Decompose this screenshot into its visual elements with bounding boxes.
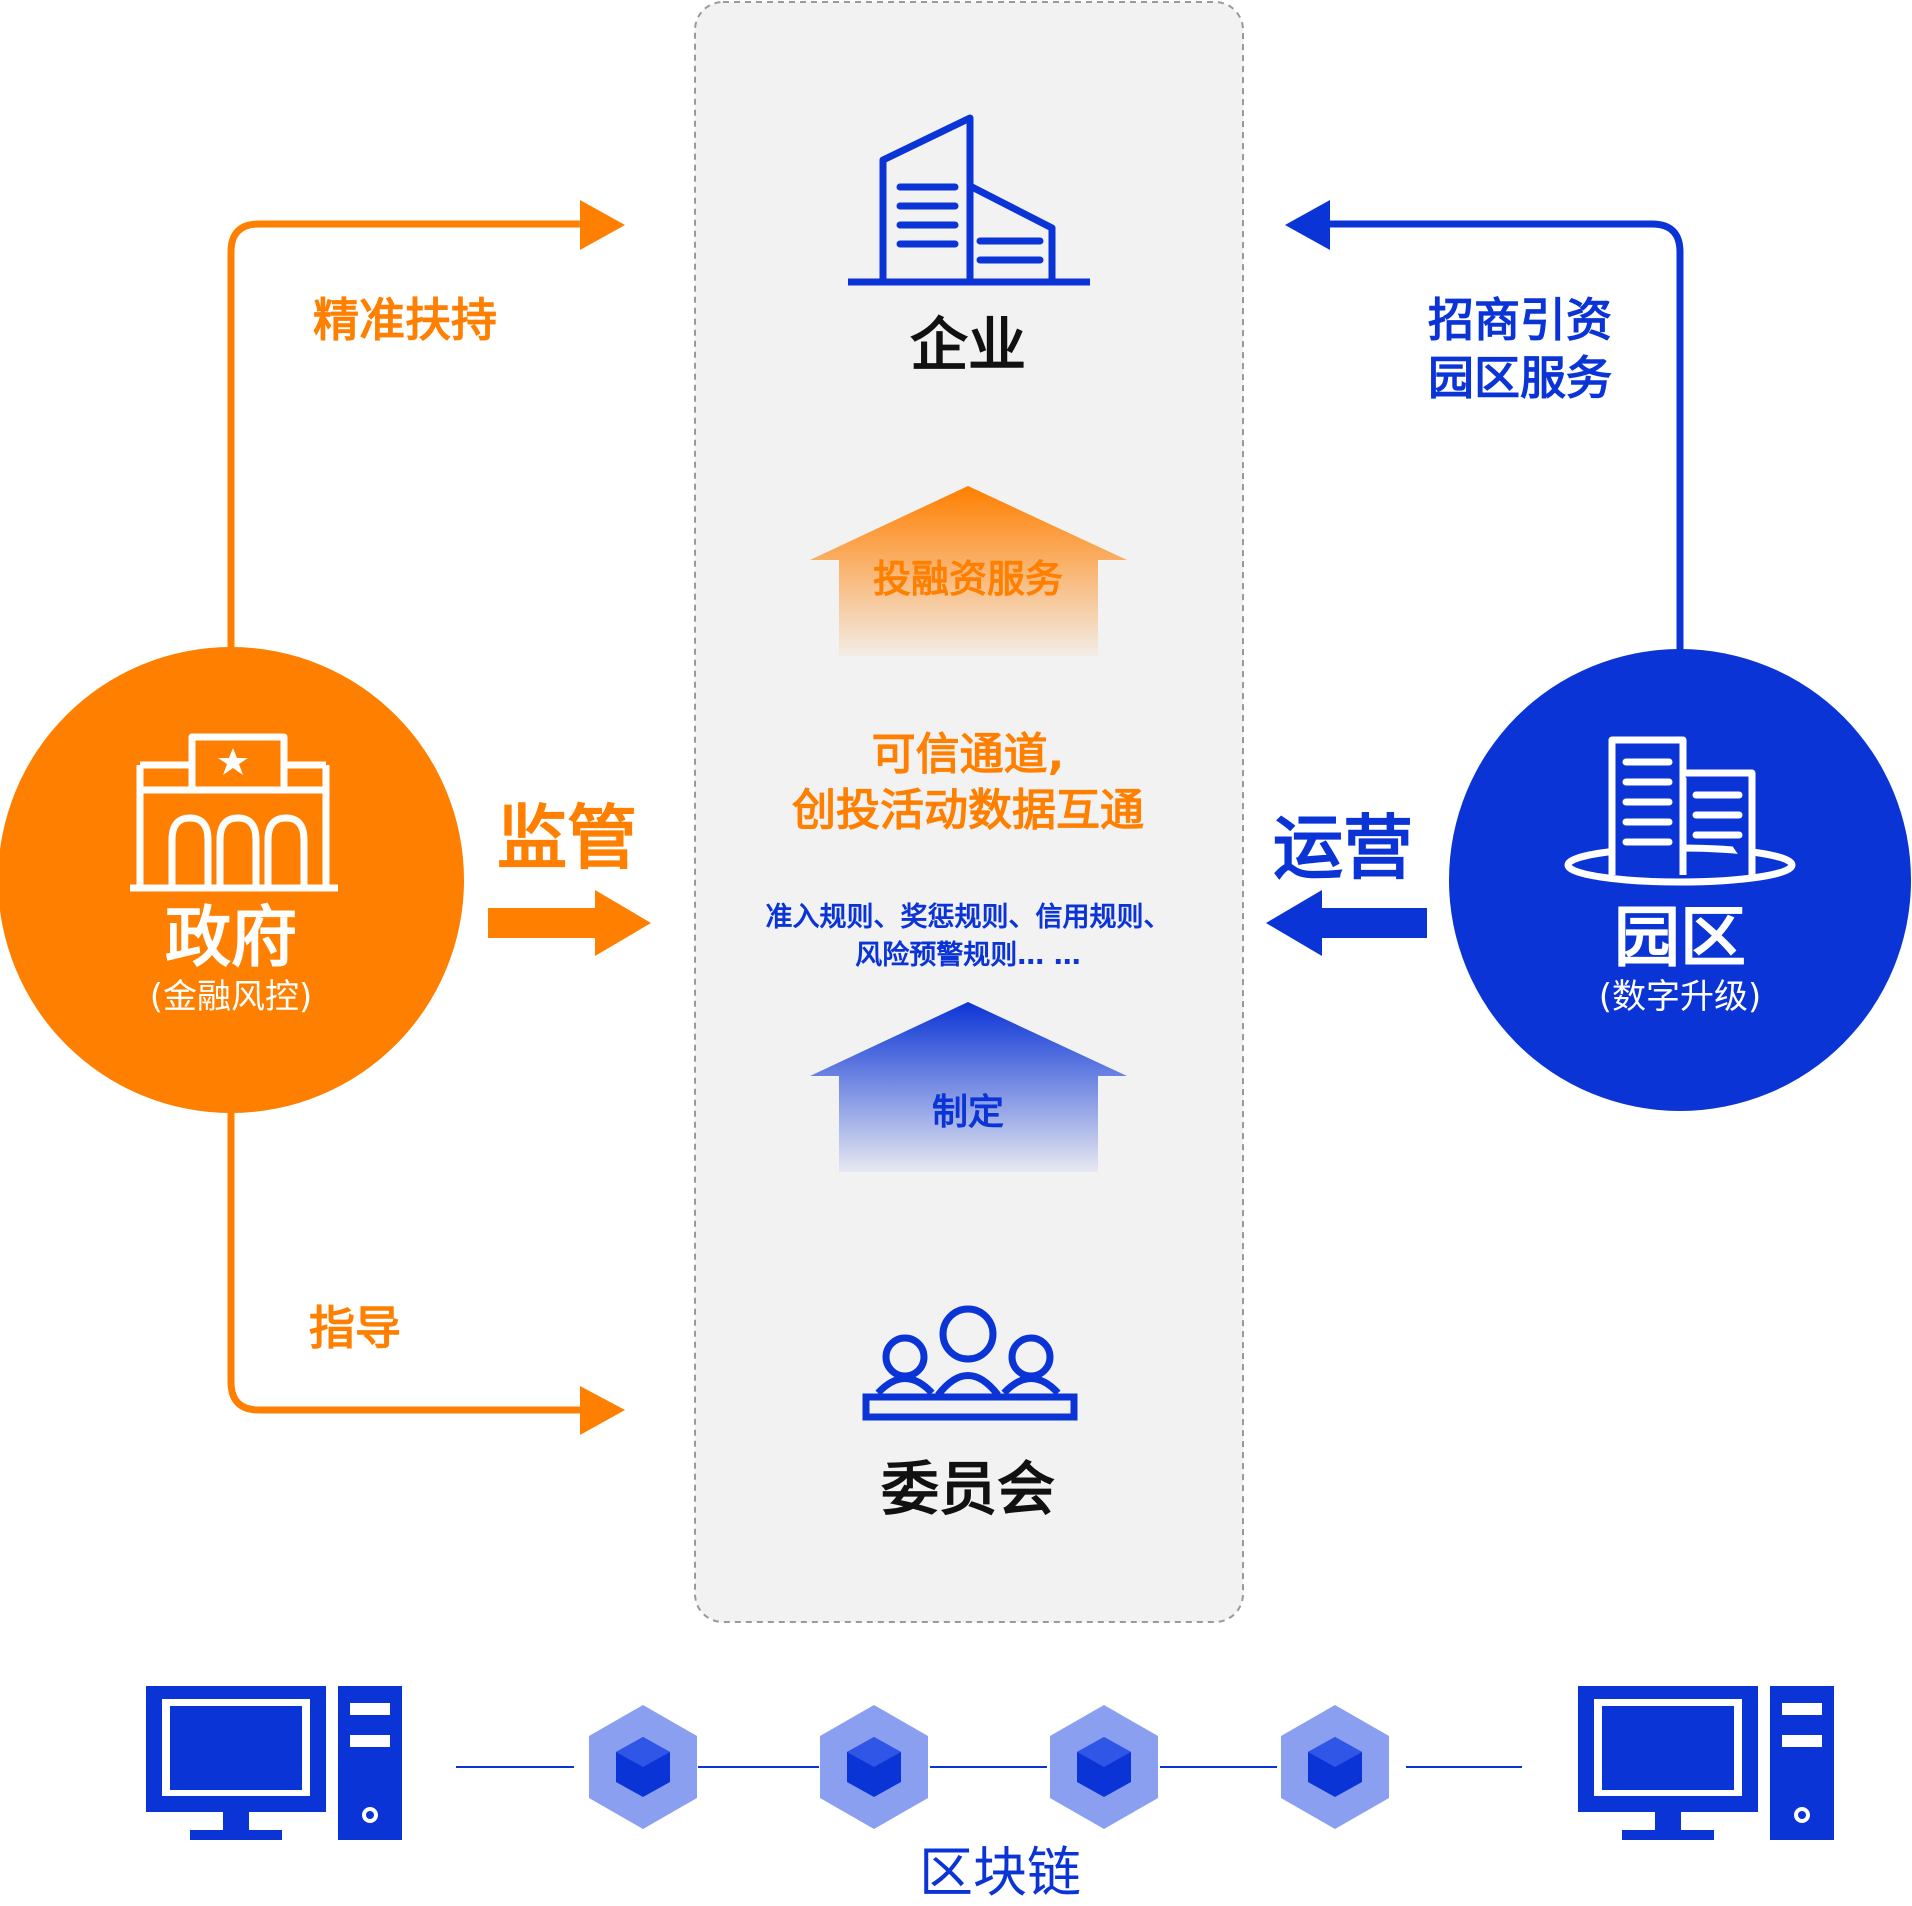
people-group-icon xyxy=(862,1305,1078,1421)
government-node xyxy=(0,647,464,1113)
block-node-icon xyxy=(820,1705,928,1829)
block-node-icon xyxy=(589,1705,697,1829)
government-sublabel: (金融风控) xyxy=(149,977,313,1017)
enterprise-label: 企业 xyxy=(909,311,1026,379)
park-service-label: 园区服务 xyxy=(1428,351,1612,405)
center-panel xyxy=(694,1,1244,1623)
formulate-label: 制定 xyxy=(931,1092,1004,1133)
computer-icon xyxy=(1578,1686,1834,1840)
guidance-label: 指导 xyxy=(309,1301,401,1355)
government-label: 政府 xyxy=(165,899,297,976)
block-node-icon xyxy=(1050,1705,1158,1829)
precise-support-arrow xyxy=(227,200,625,660)
trusted-channel-title: 可信通道, xyxy=(871,729,1065,780)
investment-attraction-arrow xyxy=(1285,200,1684,660)
supervision-arrow xyxy=(488,890,651,956)
formulate-arrow xyxy=(810,1002,1127,1172)
block-node-icon xyxy=(1281,1705,1389,1829)
supervision-label: 监管 xyxy=(497,797,637,879)
financing-service-label: 投融资服务 xyxy=(872,557,1063,601)
rules-line-2: 风险预警规则… … xyxy=(855,940,1081,971)
blockchain-label: 区块链 xyxy=(919,1841,1081,1904)
guidance-arrow xyxy=(227,1100,625,1435)
computer-icon xyxy=(146,1686,402,1840)
financing-service-arrow xyxy=(810,486,1127,656)
park-buildings-icon xyxy=(1564,736,1796,886)
trusted-channel-subtitle: 创投活动数据互通 xyxy=(792,785,1144,836)
park-label: 园区 xyxy=(1614,899,1746,976)
investment-attraction-label: 招商引资 xyxy=(1428,293,1612,347)
government-building-icon xyxy=(130,733,338,892)
operation-arrow xyxy=(1266,890,1427,956)
rules-line-1: 准入规则、奖惩规则、信用规则、 xyxy=(765,902,1171,933)
star-icon xyxy=(218,748,248,775)
park-sublabel: (数字升级) xyxy=(1598,977,1762,1017)
precise-support-label: 精准扶持 xyxy=(313,293,497,347)
committee-label: 委员会 xyxy=(880,1455,1055,1523)
office-building-icon xyxy=(848,114,1090,286)
operation-label: 运营 xyxy=(1273,807,1413,889)
